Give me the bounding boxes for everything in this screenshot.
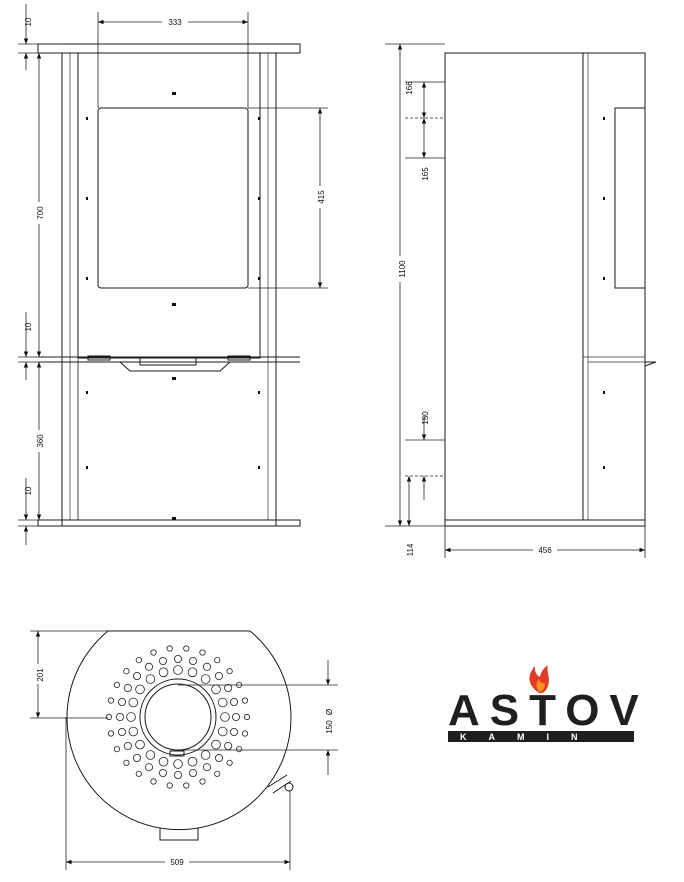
- vent-hole: [107, 697, 115, 704]
- vent-hole: [107, 730, 115, 737]
- vent-hole: [158, 769, 167, 778]
- vent-hole: [145, 750, 156, 760]
- vent-hole: [144, 662, 153, 671]
- logo-wordmark: ASTOV: [448, 686, 649, 735]
- vent-hole: [144, 763, 153, 772]
- dim-front-width: 333: [168, 18, 182, 27]
- astov-logo: ASTOV KAMIN: [448, 665, 649, 742]
- vent-hole: [183, 782, 190, 789]
- vent-hole: [113, 681, 121, 689]
- vent-hole: [123, 759, 130, 766]
- vent-hole: [199, 778, 206, 785]
- vent-hole: [214, 770, 221, 777]
- vent-hole: [123, 668, 130, 675]
- dim-front-mid-gap: 10: [24, 322, 33, 331]
- vent-hole: [188, 769, 197, 778]
- side-view: 1100 166 165 150 114 456: [385, 43, 657, 558]
- dim-side-base: 114: [406, 543, 415, 556]
- vent-hole: [132, 672, 141, 681]
- vent-hole: [211, 684, 221, 695]
- vent-hole: [200, 674, 211, 684]
- vent-hole: [158, 657, 167, 666]
- vent-hole: [217, 726, 228, 737]
- vent-hole: [183, 645, 190, 652]
- vent-hole: [241, 730, 249, 737]
- vent-hole: [231, 713, 240, 722]
- dim-top-width: 509: [170, 858, 184, 867]
- vent-hole: [128, 697, 139, 708]
- vent-hole: [145, 674, 156, 684]
- vent-hole: [220, 712, 230, 722]
- vent-hole: [105, 713, 113, 721]
- dim-front-lower: 360: [36, 434, 45, 448]
- vent-hole: [132, 754, 141, 763]
- vent-hole: [166, 645, 173, 652]
- vent-hole: [224, 684, 233, 693]
- dim-depth: 456: [538, 546, 552, 555]
- vent-hole: [224, 742, 233, 751]
- vent-hole: [241, 697, 249, 704]
- vent-hole: [150, 778, 157, 785]
- vent-hole: [123, 684, 132, 693]
- dim-flue-diameter: 150: [325, 720, 334, 734]
- dim-front-base-gap: 10: [24, 486, 33, 495]
- dim-side-second-offset: 165: [421, 167, 430, 181]
- vent-hole: [188, 657, 197, 666]
- vent-hole: [202, 662, 211, 671]
- vent-hole: [173, 759, 183, 769]
- logo-subtitle: KAMIN: [460, 732, 600, 742]
- vent-hole: [226, 668, 233, 675]
- vent-hole: [158, 756, 169, 767]
- dim-total-height: 1100: [398, 260, 407, 278]
- vent-hole: [229, 698, 238, 707]
- dim-side-top-offset: 166: [405, 81, 414, 95]
- vent-hole: [173, 771, 182, 780]
- vent-hole: [214, 754, 223, 763]
- top-view: 201 Ø 150 509: [30, 630, 338, 870]
- vent-hole: [158, 667, 169, 678]
- dim-side-lower-offset: 150: [421, 411, 430, 425]
- dim-flue-symbol: Ø: [325, 709, 334, 715]
- vent-hole: [166, 782, 173, 789]
- vent-hole: [236, 745, 243, 753]
- vent-hole: [150, 649, 157, 656]
- vent-hole: [118, 728, 127, 737]
- vent-hole: [173, 655, 182, 664]
- vent-hole: [135, 739, 145, 750]
- dim-front-top-gap: 10: [24, 17, 33, 26]
- dim-top-offset: 201: [36, 668, 45, 682]
- vent-hole: [211, 739, 221, 750]
- vent-hole: [135, 657, 142, 664]
- vent-hole: [187, 756, 198, 767]
- vent-hole: [214, 672, 223, 681]
- dim-window-height: 415: [317, 190, 326, 204]
- vent-hole: [118, 698, 127, 707]
- vent-hole: [113, 745, 121, 753]
- vent-hole: [226, 759, 233, 766]
- vent-hole: [243, 713, 251, 721]
- vent-hole: [135, 684, 145, 695]
- vent-hole: [126, 712, 136, 722]
- vent-hole: [214, 657, 221, 664]
- vent-hole: [200, 750, 211, 760]
- dim-front-upper: 700: [36, 206, 45, 220]
- vent-holes: [105, 645, 251, 789]
- vent-hole: [128, 726, 139, 737]
- vent-hole: [187, 667, 198, 678]
- vent-hole: [173, 665, 183, 675]
- vent-hole: [229, 728, 238, 737]
- vent-hole: [135, 770, 142, 777]
- vent-hole: [116, 713, 125, 722]
- front-view: 333 10 700 10 360 10 415: [18, 4, 328, 545]
- vent-hole: [199, 649, 206, 656]
- vent-hole: [217, 697, 228, 708]
- vent-hole: [123, 742, 132, 751]
- vent-hole: [202, 763, 211, 772]
